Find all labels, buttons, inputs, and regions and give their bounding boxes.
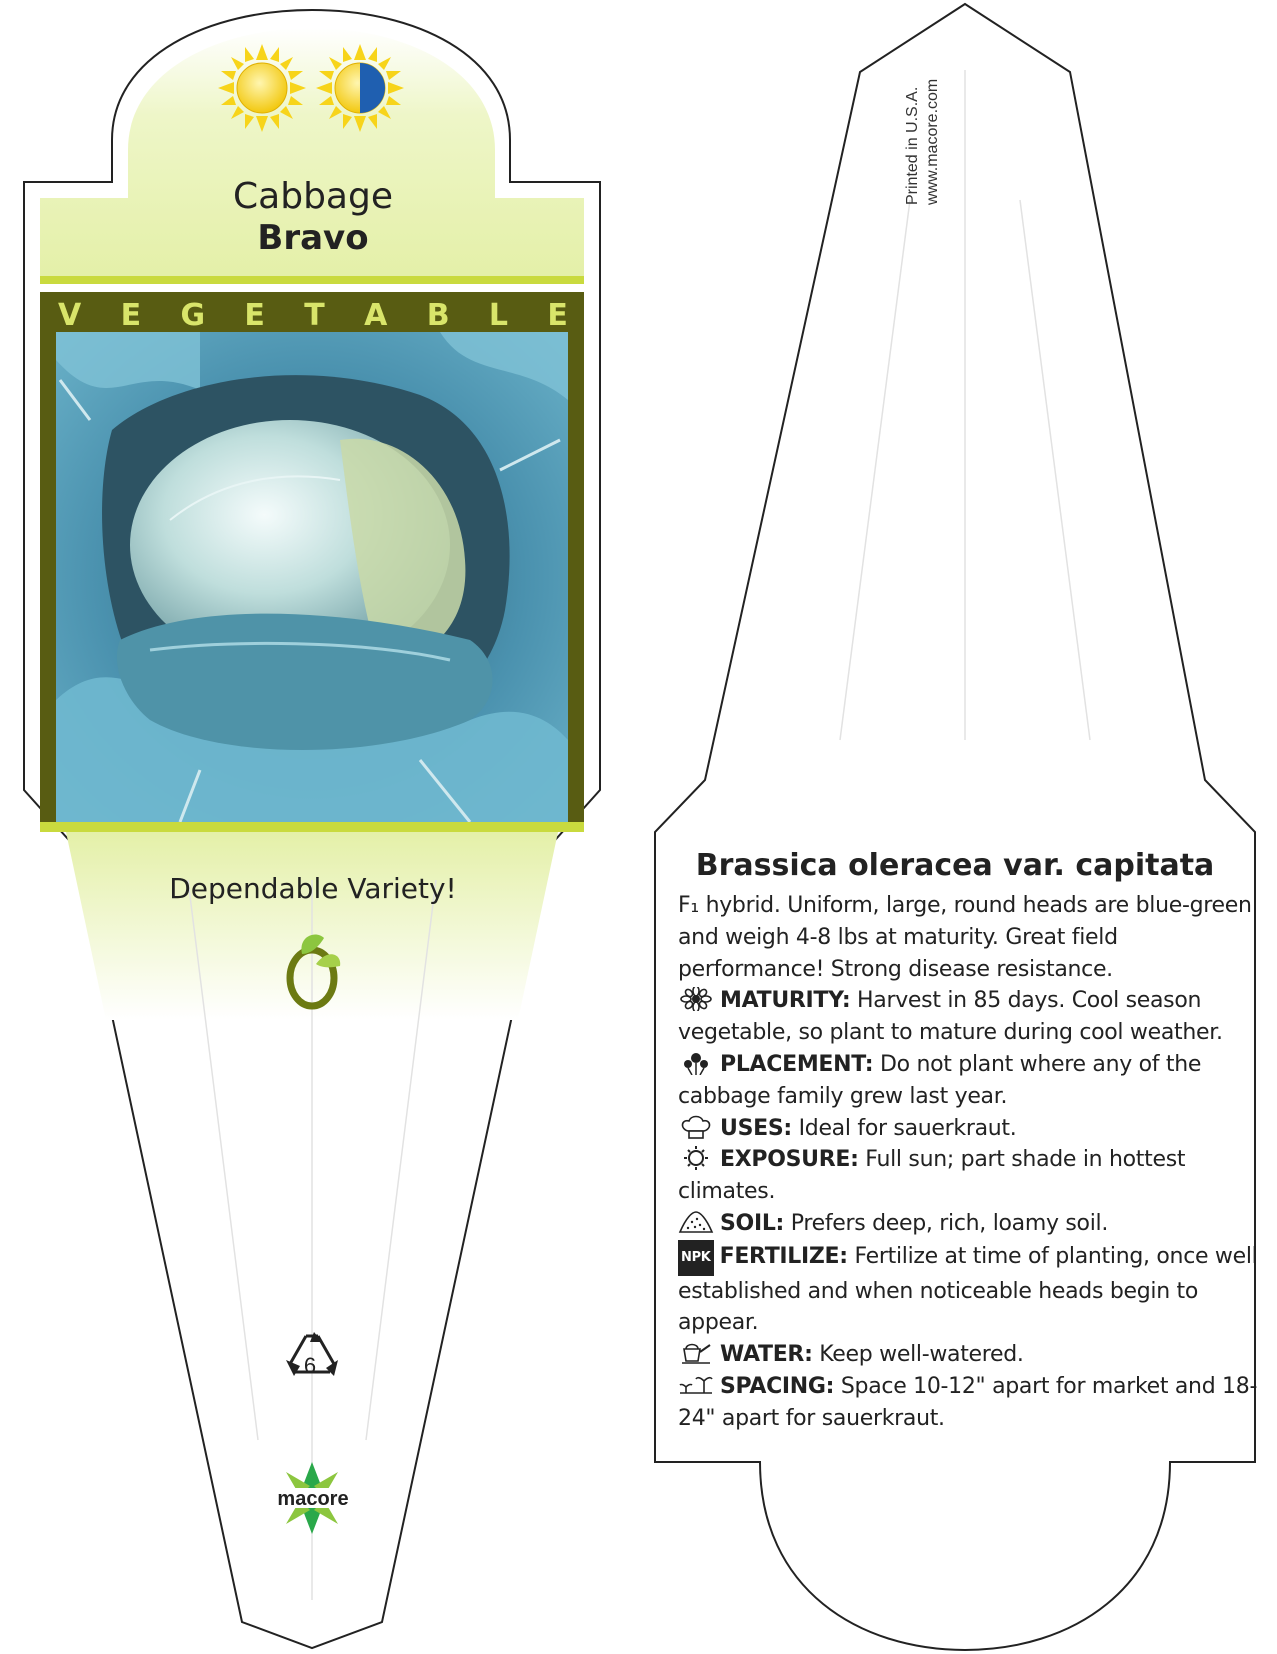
section-label: WATER: xyxy=(720,1342,813,1368)
section-text: Ideal for sauerkraut. xyxy=(798,1115,1017,1141)
section-text: Fertilize at time of planting, once well… xyxy=(678,1243,1258,1336)
care-instructions: F₁ hybrid. Uniform, large, round heads a… xyxy=(678,890,1258,1435)
macore-logo-icon xyxy=(268,1462,356,1534)
section-label: MATURITY: xyxy=(720,988,851,1014)
care-section: WATER: Keep well-watered. xyxy=(678,1339,1258,1371)
category-letter: L xyxy=(488,298,509,333)
category-letter: E xyxy=(547,298,568,333)
section-label: FERTILIZE: xyxy=(719,1243,848,1269)
full-sun-icon xyxy=(218,44,306,132)
category-letter: E xyxy=(244,298,265,333)
lower-lime-rule xyxy=(40,822,584,832)
imprint: Printed in U.S.A. www.macore.com xyxy=(903,79,943,205)
care-section: SOIL: Prefers deep, rich, loamy soil. xyxy=(678,1208,1258,1240)
care-section: PLACEMENT: Do not plant where any of the… xyxy=(678,1049,1258,1113)
care-section: MATURITY: Harvest in 85 days. Cool seaso… xyxy=(678,985,1258,1049)
category-letter: G xyxy=(180,298,206,333)
sprout-icon xyxy=(286,934,341,1010)
sun-outline-icon xyxy=(684,1146,708,1171)
seedlings-icon xyxy=(679,1376,713,1394)
intro-text: F₁ hybrid. Uniform, large, round heads a… xyxy=(678,893,1252,982)
care-section: SPACING: Space 10-12" apart for market a… xyxy=(678,1371,1258,1435)
section-label: USES: xyxy=(720,1115,792,1141)
score-line xyxy=(365,879,437,1441)
section-text: Full sun; part shade in hottest climates… xyxy=(678,1147,1186,1205)
category-letter: V xyxy=(58,298,82,333)
score-line xyxy=(187,879,259,1441)
part-sun-icon xyxy=(316,44,404,132)
section-text: Prefers deep, rich, loamy soil. xyxy=(790,1210,1109,1236)
category-label: V E G E T A B L E xyxy=(58,298,568,333)
section-label: SPACING: xyxy=(720,1373,835,1399)
botanical-name: Brassica oleracea var. capitata xyxy=(695,848,1215,883)
category-letter: E xyxy=(120,298,142,333)
chef-hat-icon xyxy=(681,1115,711,1139)
recycle-code: 6 xyxy=(303,1353,317,1378)
recycle-icon xyxy=(286,1332,338,1376)
common-name: Cabbage xyxy=(233,176,393,217)
npk-icon: NPK xyxy=(678,1239,714,1276)
header-panel xyxy=(40,28,584,278)
watering-can-icon xyxy=(682,1343,711,1364)
header-lime-rule xyxy=(40,276,584,284)
section-label: SOIL: xyxy=(720,1210,785,1236)
cabbage-photo xyxy=(56,332,568,823)
care-section: USES: Ideal for sauerkraut. xyxy=(678,1113,1258,1145)
section-text: Do not plant where any of the cabbage fa… xyxy=(678,1051,1202,1109)
score-line xyxy=(1019,199,1091,741)
section-text: Keep well-watered. xyxy=(819,1342,1024,1368)
imprint-line: Printed in U.S.A. xyxy=(904,86,921,205)
score-line xyxy=(839,199,911,741)
brand-wordmark: macore xyxy=(277,1488,349,1510)
section-text: Harvest in 85 days. Cool season vegetabl… xyxy=(678,988,1223,1046)
section-label: EXPOSURE: xyxy=(720,1147,859,1173)
flower-cluster-icon xyxy=(684,1052,708,1075)
variety-name: Bravo xyxy=(257,218,369,258)
back-tag-outline xyxy=(654,2,1256,1652)
tagline: Dependable Variety! xyxy=(169,872,457,905)
section-label: PLACEMENT: xyxy=(720,1051,874,1077)
care-section: EXPOSURE: Full sun; part shade in hottes… xyxy=(678,1144,1258,1208)
daisy-icon xyxy=(680,987,712,1012)
category-letter: B xyxy=(426,298,450,333)
category-letter: A xyxy=(364,298,388,333)
imprint-line: www.macore.com xyxy=(924,78,941,205)
category-letter: T xyxy=(304,298,325,333)
soil-mound-icon xyxy=(678,1211,714,1233)
section-text: Space 10-12" apart for market and 18-24"… xyxy=(678,1373,1258,1431)
